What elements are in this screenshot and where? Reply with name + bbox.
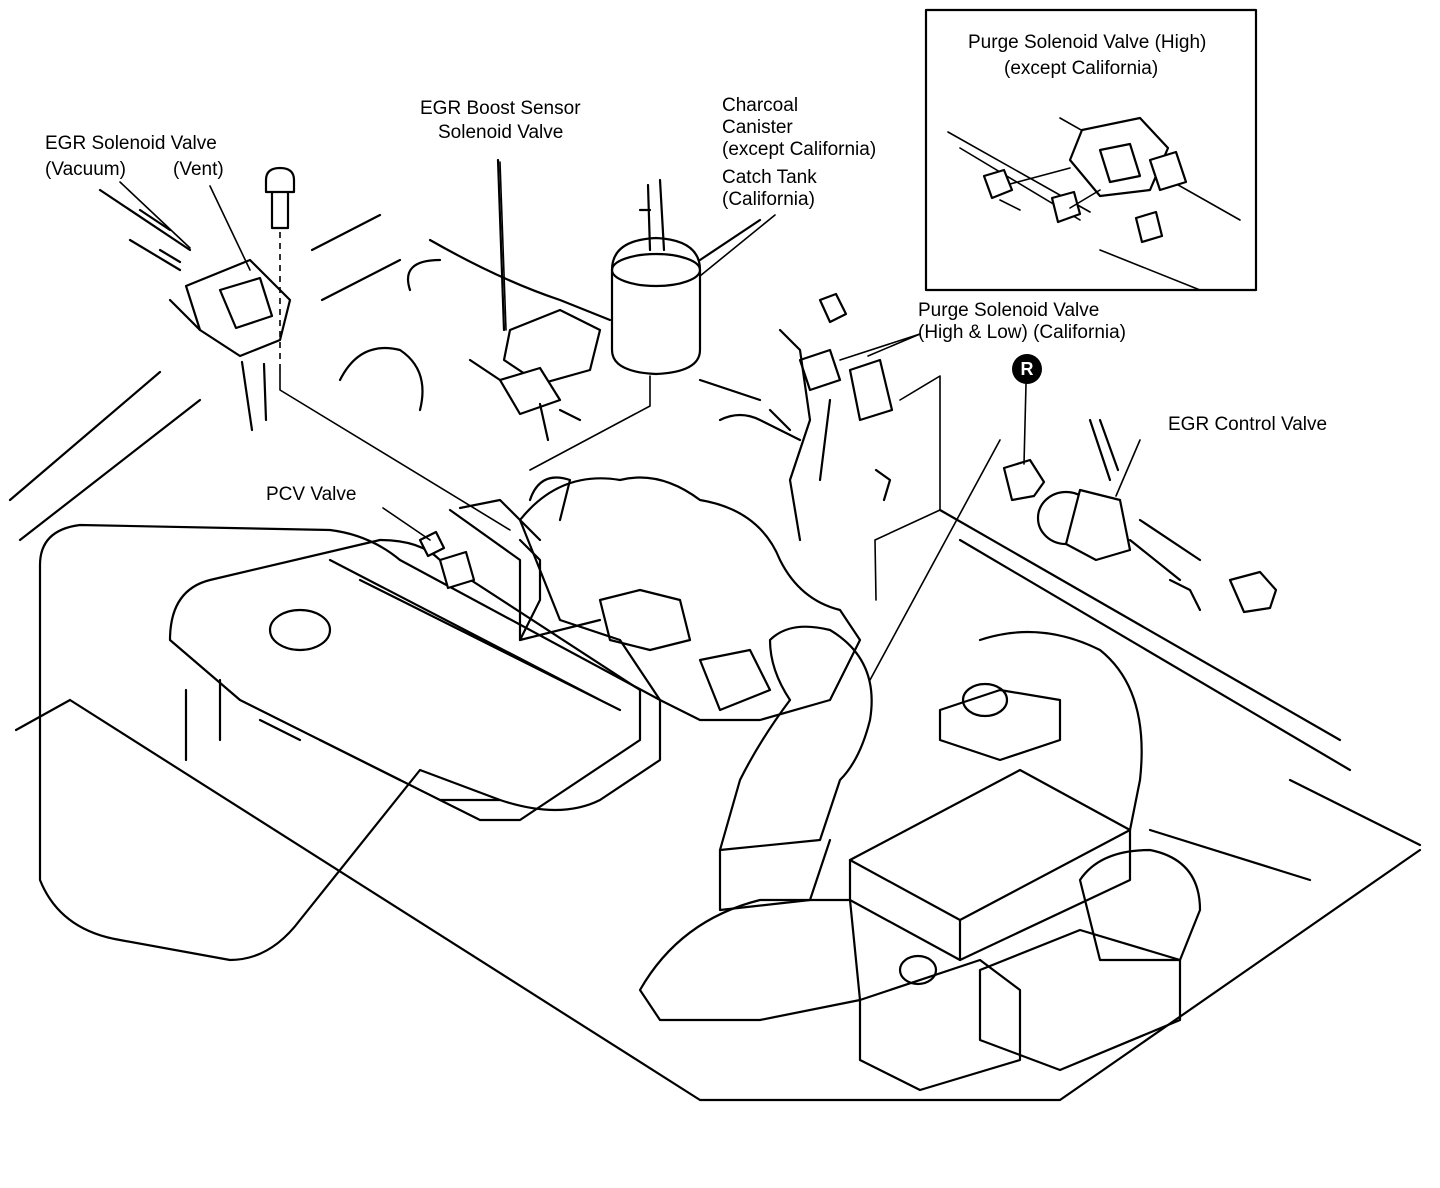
catch-tank-label-line1: Catch Tank — [722, 167, 817, 188]
intake-manifold — [518, 476, 862, 722]
catch-tank-label-line2: (California) — [722, 189, 815, 210]
inset-purge-solenoid-high-label-line1: Purge Solenoid Valve (High) — [968, 32, 1207, 53]
egr-solenoid-valve-label: EGR Solenoid Valve — [45, 133, 217, 154]
purge-solenoid-high-low-label-line1: Purge Solenoid Valve — [918, 300, 1100, 321]
air-intake-hose — [718, 625, 873, 912]
egr-solenoid-valve-drawing — [98, 188, 292, 432]
egr-boost-sensor-label-line1: EGR Boost Sensor — [420, 98, 581, 119]
egr-boost-sensor-label-line2: Solenoid Valve — [438, 122, 564, 143]
vehicle-body-outline — [8, 213, 1422, 1102]
purge-solenoid-high-low-drawing — [768, 292, 894, 542]
charcoal-canister-label-line1: Charcoal — [722, 95, 799, 116]
inset-purge-solenoid-high-drawing — [947, 116, 1241, 291]
egr-control-valve-drawing — [1002, 418, 1278, 614]
r-marker-badge: R — [1012, 354, 1042, 384]
pcv-valve-label: PCV Valve — [266, 484, 357, 505]
vent-label: (Vent) — [173, 159, 224, 180]
right-side-components — [638, 630, 1202, 1092]
charcoal-canister-label-line3: (except California) — [722, 139, 877, 160]
charcoal-canister-drawing — [610, 178, 762, 376]
inset-box — [924, 8, 1258, 292]
vacuum-label: (Vacuum) — [45, 159, 126, 180]
bolt-drawing — [264, 166, 296, 370]
egr-control-valve-label: EGR Control Valve — [1168, 414, 1328, 435]
frame-lines — [338, 258, 802, 442]
pcv-valve-drawing — [418, 498, 542, 642]
egr-boost-sensor-solenoid-drawing — [428, 158, 612, 442]
purge-solenoid-high-low-label-line2: (High & Low) (California) — [918, 322, 1127, 343]
charcoal-canister-label-line2: Canister — [722, 117, 793, 138]
inset-purge-solenoid-high-label-line2: (except California) — [1004, 58, 1159, 79]
valve-cover — [38, 523, 662, 962]
leader-lines — [119, 161, 1141, 681]
